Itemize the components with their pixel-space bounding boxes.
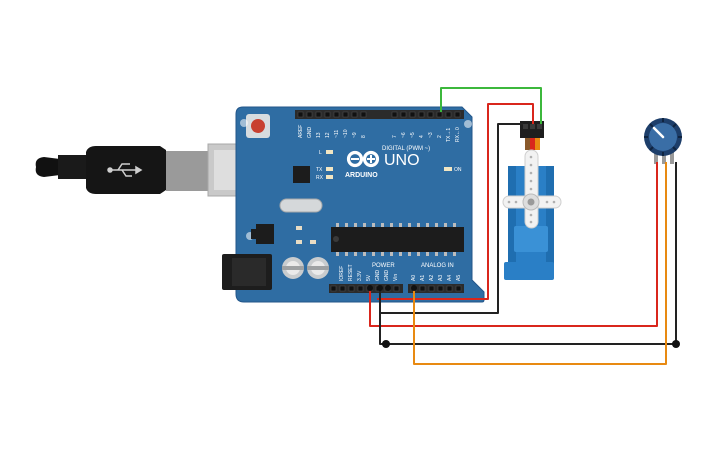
wire-signal-green[interactable] (440, 87, 542, 124)
arduino-logo-icon (346, 150, 380, 168)
microcontroller-chip (331, 227, 464, 252)
pin-label-12: 12 (325, 132, 331, 138)
usb-symbol-icon (107, 163, 143, 177)
pin-label-tx1: TX→1 (446, 128, 452, 142)
pin-label-a3: A3 (438, 275, 444, 281)
potentiometer-knob-indicator (652, 126, 665, 139)
wires (369, 87, 677, 365)
usb-cable[interactable] (35, 143, 271, 197)
pin-label-5: ~5 (410, 132, 416, 138)
bottom-pin-labels: IOREF RESET 3.3V 5V GND GND Vin A0 A1 A2… (339, 264, 462, 281)
wire-analog-orange[interactable] (413, 162, 667, 365)
rx-led-label: RX (316, 175, 324, 181)
pin-label-gnd-2: GND (384, 270, 390, 282)
model-text: UNO (384, 152, 420, 169)
digital-pin-labels: AREF GND 13 12 ~11 ~10 ~9 8 7 ~6 ~5 4 ~3… (298, 125, 461, 142)
arduino-board[interactable]: AREF GND 13 12 ~11 ~10 ~9 8 7 ~6 ~5 4 ~3… (222, 106, 485, 303)
usb-cable-strain-relief (58, 155, 88, 179)
digital-header (295, 110, 464, 119)
bottom-pin-holes (330, 285, 462, 292)
l-led-label: L (319, 150, 322, 156)
pin-label-8: 8 (361, 135, 367, 138)
l-led (326, 150, 333, 154)
pin-label-7: 7 (392, 135, 398, 138)
microcontroller-pins (336, 223, 456, 256)
crystal (279, 198, 323, 213)
pin-label-reset: RESET (348, 264, 354, 281)
usb-cable-tip (35, 157, 60, 177)
wire-ground-bus-black[interactable] (379, 162, 677, 345)
usb-connector-metal (166, 151, 208, 191)
analog-header (408, 284, 464, 293)
board-pcb (235, 106, 485, 303)
pin-label-a5: A5 (456, 275, 462, 281)
pin-label-a0: A0 (411, 275, 417, 281)
pin-label-3: ~3 (428, 132, 434, 138)
tx-led (326, 167, 333, 171)
tx-led-label: TX (316, 167, 323, 173)
pin-label-gnd-1: GND (375, 270, 381, 282)
pin-label-5v: 5V (366, 274, 372, 281)
digital-pin-holes (297, 111, 461, 118)
usb-chip (293, 166, 310, 183)
wire-servo-power-red[interactable] (377, 103, 534, 300)
rotary-potentiometer[interactable] (644, 118, 682, 164)
pin-label-13: 13 (316, 132, 322, 138)
rx-led (326, 175, 333, 179)
pin-label-a4: A4 (447, 275, 453, 281)
micro-servo[interactable] (502, 121, 562, 280)
power-header (329, 284, 403, 293)
pin-label-3v3: 3.3V (357, 270, 363, 281)
pin-label-rx0: RX←0 (455, 127, 461, 142)
pin-label-gnd: GND (307, 127, 313, 139)
digital-header-label: DIGITAL (PWM ~) (382, 146, 430, 152)
pin-label-10: ~10 (343, 129, 349, 138)
capacitor-1 (282, 257, 304, 279)
pin-label-a2: A2 (429, 275, 435, 281)
wire-junctions (367, 285, 680, 348)
on-led-label: ON (454, 167, 462, 173)
logo-text: ARDUINO (345, 172, 378, 179)
pin-label-aref: AREF (298, 125, 304, 138)
pin-label-vin: Vin (393, 274, 399, 281)
pin-label-a1: A1 (420, 275, 426, 281)
power-label: POWER (372, 263, 395, 269)
pin-label-6: ~6 (401, 132, 407, 138)
analog-label: ANALOG IN (421, 263, 454, 269)
pin-label-4: 4 (419, 135, 425, 138)
pin-label-9: ~9 (352, 132, 358, 138)
pin-label-11: ~11 (334, 130, 340, 138)
pin-label-ioref: IOREF (339, 266, 345, 281)
voltage-regulator (256, 224, 274, 244)
wire-pot-power-red[interactable] (369, 162, 658, 327)
capacitor-2 (307, 257, 329, 279)
pin-label-2: 2 (437, 135, 443, 138)
wire-servo-ground-black[interactable] (380, 123, 523, 314)
on-led (444, 167, 452, 171)
